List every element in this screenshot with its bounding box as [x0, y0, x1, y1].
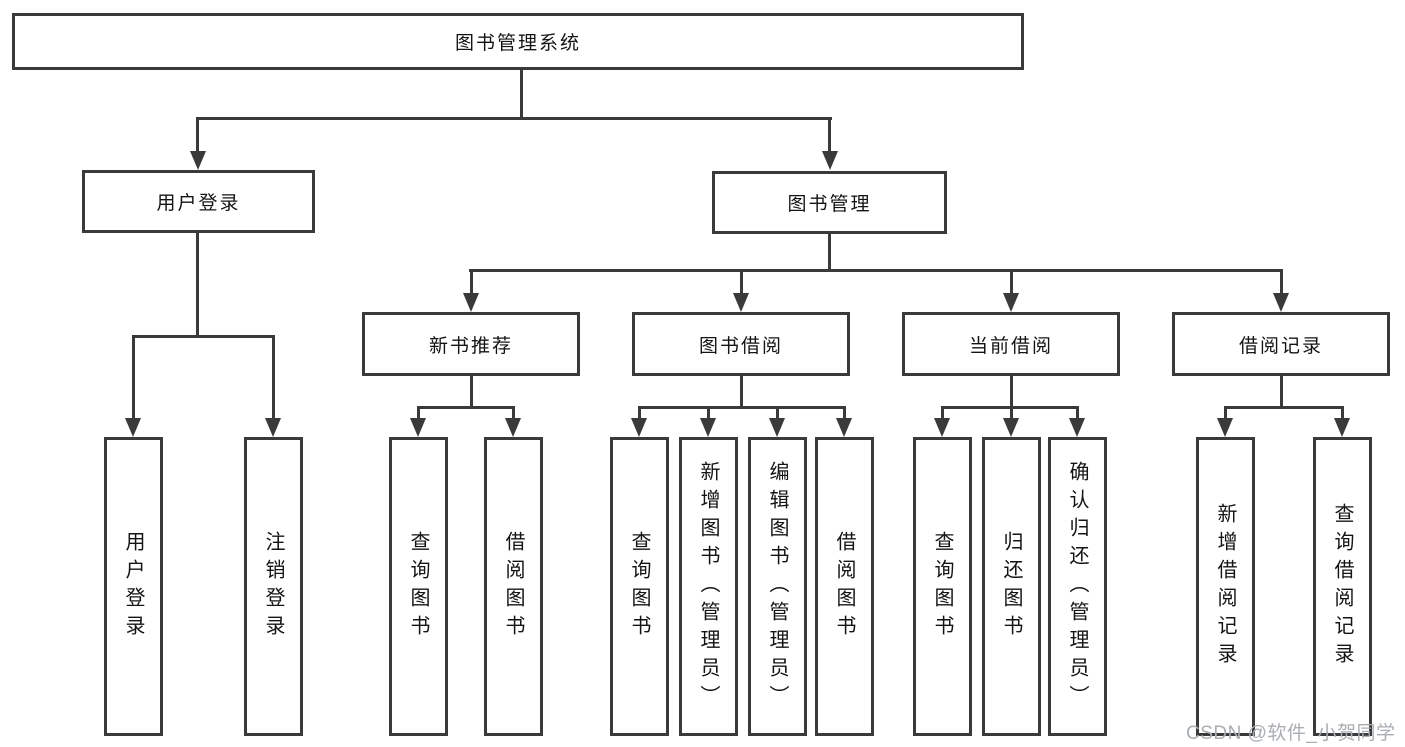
leaf-borrow-add-book-admin-label: 新增图书（管理员） [697, 460, 719, 713]
leaf-current-confirm-return-admin: 确认归还（管理员） [1048, 437, 1107, 736]
connector-level2-rail [196, 117, 832, 120]
connector-current-borrow-drop [1010, 269, 1013, 295]
leaf-logout: 注销登录 [244, 437, 303, 736]
leaf-record-query-record-label: 查询借阅记录 [1331, 502, 1353, 671]
arrow-down-icon [631, 418, 647, 437]
connector-book-borrow-rail [638, 406, 846, 409]
node-new-book-recommend: 新书推荐 [362, 312, 580, 376]
connector-book-borrow-stem [740, 376, 743, 409]
connector-user-login-stem [196, 233, 199, 337]
arrow-down-icon [1273, 293, 1289, 312]
node-book-management-label: 图书管理 [787, 194, 872, 215]
connector-user-login-rail [132, 335, 275, 338]
arrow-down-icon [1003, 293, 1019, 312]
arrow-down-icon [1003, 418, 1019, 437]
node-borrow-record: 借阅记录 [1172, 312, 1390, 376]
leaf-borrow-add-book-admin: 新增图书（管理员） [679, 437, 738, 736]
connector-leaf-drop [1224, 406, 1227, 421]
connector-new-book-drop [470, 269, 473, 295]
node-new-book-recommend-label: 新书推荐 [428, 335, 513, 357]
node-borrow-record-label: 借阅记录 [1238, 335, 1323, 357]
node-user-login: 用户登录 [82, 170, 315, 233]
connector-borrow-record-drop [1280, 269, 1283, 295]
connector-new-book-stem [470, 376, 473, 409]
leaf-current-return-book: 归还图书 [982, 437, 1041, 736]
leaf-current-query-book: 查询图书 [913, 437, 972, 736]
connector-leaf-drop [776, 406, 779, 421]
leaf-borrow-query-book-label: 查询图书 [628, 530, 650, 643]
arrow-down-icon [769, 418, 785, 437]
arrow-down-icon [125, 418, 141, 437]
leaf-user-login: 用户登录 [104, 437, 163, 736]
leaf-current-confirm-return-admin-label: 确认归还（管理员） [1066, 460, 1088, 713]
connector-borrow-record-rail [1224, 406, 1344, 409]
leaf-record-add-record-label: 新增借阅记录 [1214, 502, 1236, 671]
arrow-down-icon [463, 293, 479, 312]
arrow-down-icon [822, 151, 838, 170]
connector-leaf-drop [417, 406, 420, 421]
leaf-record-query-record: 查询借阅记录 [1313, 437, 1372, 736]
node-book-management: 图书管理 [712, 171, 947, 234]
arrow-down-icon [1217, 418, 1233, 437]
connector-book-mgmt-stem [828, 234, 831, 271]
connector-leaf-drop [1010, 406, 1013, 421]
arrow-down-icon [836, 418, 852, 437]
connector-book-mgmt-drop [828, 117, 831, 155]
connector-leaf-drop [1076, 406, 1079, 421]
connector-current-borrow-stem [1010, 376, 1013, 409]
node-current-borrow-label: 当前借阅 [968, 335, 1053, 357]
connector-new-book-rail [417, 406, 515, 409]
arrow-down-icon [700, 418, 716, 437]
arrow-down-icon [1334, 418, 1350, 437]
arrow-down-icon [733, 293, 749, 312]
connector-leaf-drop [132, 335, 135, 421]
leaf-borrow-edit-book-admin-label: 编辑图书（管理员） [766, 460, 788, 713]
connector-level3-rail [469, 269, 1283, 272]
leaf-logout-label: 注销登录 [262, 530, 284, 643]
arrow-down-icon [1069, 418, 1085, 437]
node-user-login-label: 用户登录 [156, 193, 241, 214]
connector-borrow-record-stem [1280, 376, 1283, 409]
leaf-borrow-query-book: 查询图书 [610, 437, 669, 736]
arrow-down-icon [190, 151, 206, 170]
leaf-newbook-query-book: 查询图书 [389, 437, 448, 736]
leaf-newbook-borrow-book-label: 借阅图书 [502, 530, 524, 643]
connector-leaf-drop [707, 406, 710, 421]
leaf-borrow-edit-book-admin: 编辑图书（管理员） [748, 437, 807, 736]
node-root-label: 图书管理系统 [454, 33, 581, 54]
leaf-borrow-borrow-book-label: 借阅图书 [833, 530, 855, 643]
leaf-newbook-borrow-book: 借阅图书 [484, 437, 543, 736]
arrow-down-icon [505, 418, 521, 437]
connector-leaf-drop [638, 406, 641, 421]
connector-leaf-drop [843, 406, 846, 421]
connector-leaf-drop [512, 406, 515, 421]
leaf-borrow-borrow-book: 借阅图书 [815, 437, 874, 736]
connector-book-borrow-drop [740, 269, 743, 295]
connector-leaf-drop [941, 406, 944, 421]
leaf-current-return-book-label: 归还图书 [1000, 530, 1022, 643]
leaf-newbook-query-book-label: 查询图书 [407, 530, 429, 643]
node-current-borrow: 当前借阅 [902, 312, 1120, 376]
leaf-record-add-record: 新增借阅记录 [1196, 437, 1255, 736]
arrow-down-icon [265, 418, 281, 437]
node-book-borrow: 图书借阅 [632, 312, 850, 376]
leaf-current-query-book-label: 查询图书 [931, 530, 953, 643]
node-book-borrow-label: 图书借阅 [698, 335, 783, 357]
leaf-user-login-label: 用户登录 [122, 530, 144, 643]
arrow-down-icon [934, 418, 950, 437]
arrow-down-icon [410, 418, 426, 437]
csdn-watermark: CSDN @软件_小贺同学 [1186, 723, 1396, 744]
connector-user-login-drop [196, 117, 199, 155]
connector-leaf-drop [272, 335, 275, 421]
connector-leaf-drop [1341, 406, 1344, 421]
node-root: 图书管理系统 [12, 13, 1024, 70]
connector-root-stem [520, 70, 523, 119]
